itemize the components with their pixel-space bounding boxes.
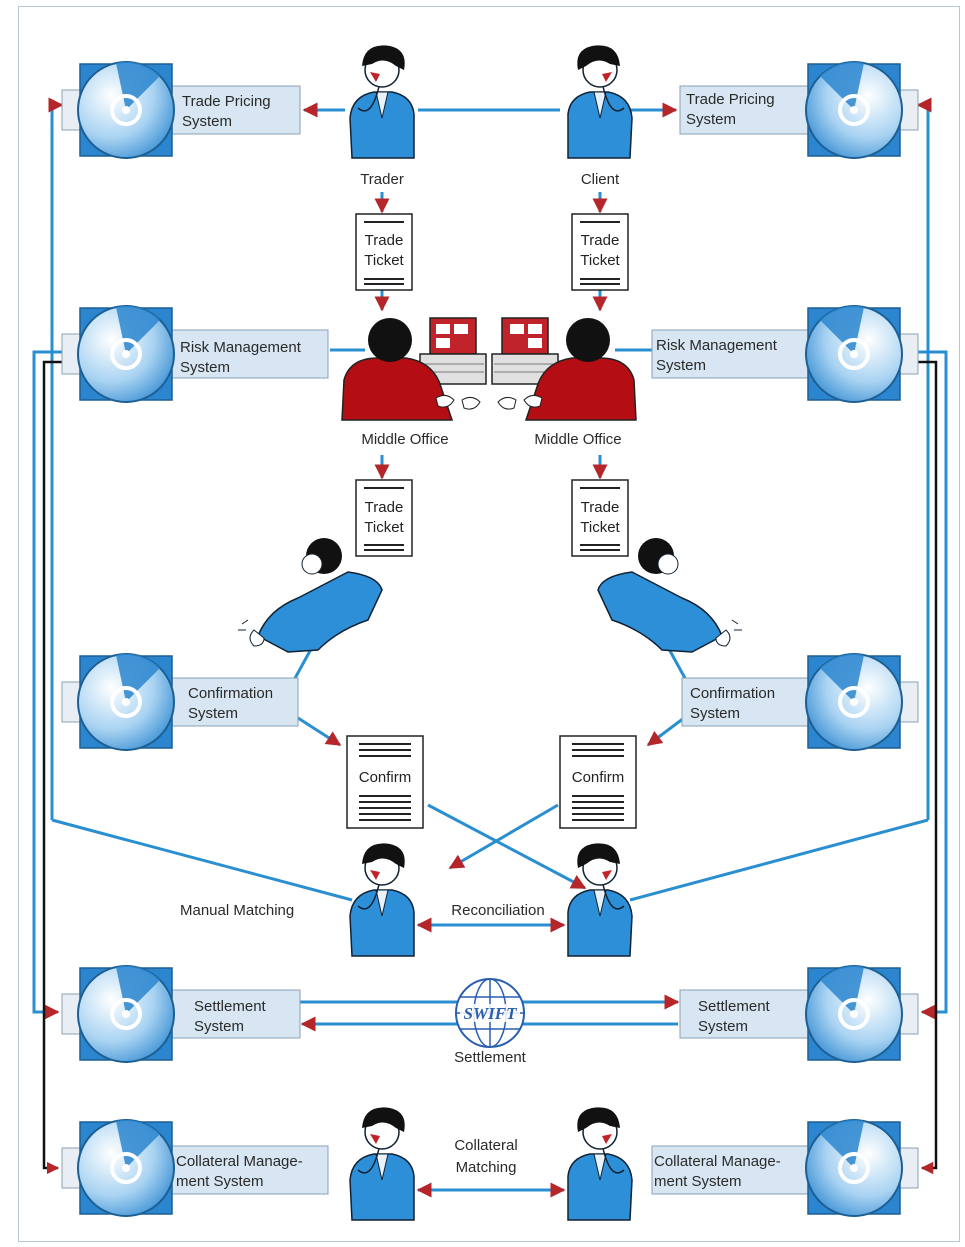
collateral-person-icon	[567, 1106, 633, 1221]
system-label-line2: System	[698, 1018, 748, 1035]
middle-office-label: Middle Office	[361, 431, 448, 448]
middle-office-worker-icon	[341, 317, 487, 421]
disk-icon	[60, 59, 176, 160]
collateral-management-system-left: Collateral Manage- ment System	[60, 1117, 329, 1218]
system-label-line2: ment System	[654, 1173, 742, 1190]
ticket-text-line1: Trade	[365, 499, 404, 516]
ticket-text-line2: Ticket	[580, 252, 620, 269]
swift-globe-icon: SWIFT	[455, 978, 525, 1048]
system-label-line2: System	[188, 705, 238, 722]
disk-icon	[60, 303, 176, 404]
disk-icon	[60, 963, 176, 1064]
system-label-line1: Confirmation	[690, 685, 775, 702]
disk-icon	[804, 303, 920, 404]
disk-icon	[60, 651, 176, 752]
trader-person-icon	[349, 44, 415, 159]
confirm-doc: Confirm	[346, 735, 424, 829]
manual-matching-person-icon	[349, 842, 415, 957]
system-label-line1: Trade Pricing	[182, 93, 271, 110]
manual-matching-label: Manual Matching	[180, 902, 294, 919]
system-label-line2: System	[690, 705, 740, 722]
system-label-line1: Collateral Manage-	[176, 1153, 303, 1170]
reconciliation-label: Reconciliation	[451, 902, 544, 919]
disk-icon	[804, 1117, 920, 1218]
collateral-lines	[42, 360, 938, 1175]
ticket-text-line2: Ticket	[580, 519, 620, 536]
collateral-management-system-right: Collateral Manage- ment System	[651, 1117, 920, 1218]
collateral-matching-label-line2: Matching	[456, 1159, 517, 1176]
system-label-line2: ment System	[176, 1173, 264, 1190]
trade-pricing-system-left: Trade Pricing System	[60, 59, 301, 160]
system-label-line1: Confirmation	[188, 685, 273, 702]
trade-ticket-doc: Trade Ticket	[571, 213, 629, 291]
trade-ticket-doc: Trade Ticket	[355, 479, 413, 557]
middle-office-label: Middle Office	[534, 431, 621, 448]
ticket-text-line2: Ticket	[364, 252, 404, 269]
disk-icon	[804, 651, 920, 752]
confirm-text: Confirm	[359, 769, 412, 786]
confirmation-system-right: Confirmation System	[681, 651, 920, 752]
ticket-text-line1: Trade	[581, 232, 620, 249]
trader-label: Trader	[360, 171, 404, 188]
ticket-text-line1: Trade	[581, 499, 620, 516]
system-label-line2: System	[686, 111, 736, 128]
ticket-text-line2: Ticket	[364, 519, 404, 536]
disk-icon	[60, 1117, 176, 1218]
trade-pricing-system-right: Trade Pricing System	[679, 59, 920, 160]
system-label-line1: Trade Pricing	[686, 91, 775, 108]
system-label-line1: Collateral Manage-	[654, 1153, 781, 1170]
confirm-doc: Confirm	[559, 735, 637, 829]
trade-ticket-doc: Trade Ticket	[571, 479, 629, 557]
system-label-line1: Settlement	[698, 998, 771, 1015]
risk-management-system-right: Risk Management System	[651, 303, 920, 404]
confirmation-system-left: Confirmation System	[60, 651, 299, 752]
swift-text: SWIFT	[464, 1004, 518, 1023]
collateral-matching-label-line1: Collateral	[454, 1137, 517, 1154]
settlement-label: Settlement	[454, 1049, 527, 1066]
client-label: Client	[581, 171, 620, 188]
system-label-line1: Settlement	[194, 998, 267, 1015]
ticket-text-line1: Trade	[365, 232, 404, 249]
disk-icon	[804, 963, 920, 1064]
confirm-text: Confirm	[572, 769, 625, 786]
system-label-line2: System	[182, 113, 232, 130]
settlement-system-right: Settlement System	[679, 963, 920, 1064]
system-label-line1: Risk Management	[656, 337, 778, 354]
settlement-system-left: Settlement System	[60, 963, 301, 1064]
system-label-line2: System	[194, 1018, 244, 1035]
risk-management-system-left: Risk Management System	[60, 303, 329, 404]
middle-office-worker-icon	[491, 317, 637, 421]
diagram-frame	[18, 6, 960, 1242]
disk-icon	[804, 59, 920, 160]
system-label-line2: System	[656, 357, 706, 374]
system-label-line1: Risk Management	[180, 339, 302, 356]
collateral-person-icon	[349, 1106, 415, 1221]
client-person-icon	[567, 44, 633, 159]
system-label-line2: System	[180, 359, 230, 376]
trade-ticket-doc: Trade Ticket	[355, 213, 413, 291]
reconciliation-person-icon	[567, 842, 633, 957]
